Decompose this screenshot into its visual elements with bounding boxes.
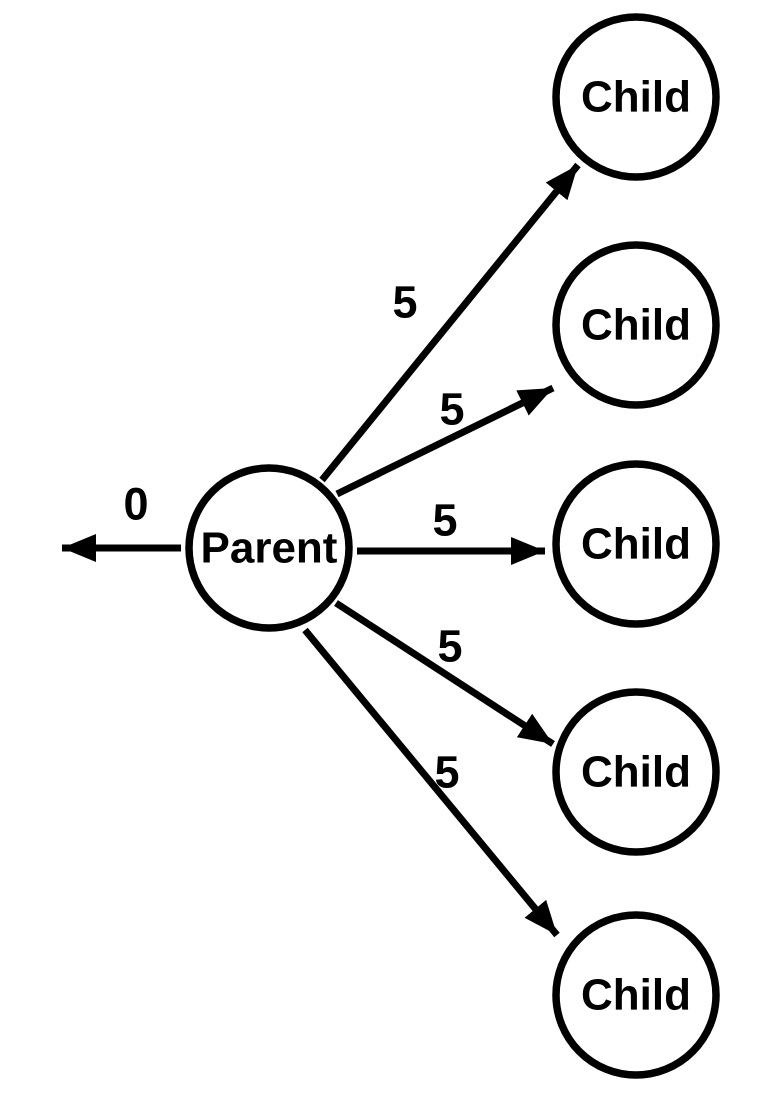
edge-label-child-4: 5 xyxy=(437,621,462,672)
node-child-2: Child xyxy=(552,241,720,409)
node-child-3-circle xyxy=(552,460,720,628)
edge-line-child-4 xyxy=(334,600,555,747)
node-child-2-circle xyxy=(552,241,720,409)
edge-label-child-2: 5 xyxy=(439,384,464,435)
node-child-5-label: Child xyxy=(581,971,691,1020)
edge-parent-child-1: 5 xyxy=(319,162,581,483)
node-child-4-circle xyxy=(552,688,720,856)
edge-label-child-5: 5 xyxy=(434,747,459,798)
edge-parent-child-2: 5 xyxy=(335,384,555,498)
node-parent: Parent xyxy=(185,464,353,632)
node-child-4-label: Child xyxy=(581,748,691,797)
node-parent-label: Parent xyxy=(201,524,338,573)
edge-parent-child-5: 5 xyxy=(302,627,560,938)
edge-parent-left: 0 xyxy=(62,479,181,562)
edge-label-child-3: 5 xyxy=(432,495,457,546)
node-parent-circle xyxy=(185,464,353,632)
node-child-5-circle xyxy=(552,911,720,1079)
node-child-3: Child xyxy=(552,460,720,628)
node-child-4: Child xyxy=(552,688,720,856)
node-child-2-label: Child xyxy=(581,301,691,350)
node-child-1: Child xyxy=(552,13,720,181)
node-child-5: Child xyxy=(552,911,720,1079)
edge-label-child-1: 5 xyxy=(392,277,417,328)
edge-line-child-5 xyxy=(302,627,560,938)
node-child-3-label: Child xyxy=(581,520,691,569)
node-child-1-label: Child xyxy=(581,73,691,122)
edge-line-child-2 xyxy=(335,384,555,498)
edge-label-left: 0 xyxy=(123,479,148,530)
edge-parent-child-4: 5 xyxy=(334,600,555,747)
node-child-1-circle xyxy=(552,13,720,181)
edge-line-child-1 xyxy=(319,162,581,483)
edge-parent-child-3: 5 xyxy=(357,495,545,565)
